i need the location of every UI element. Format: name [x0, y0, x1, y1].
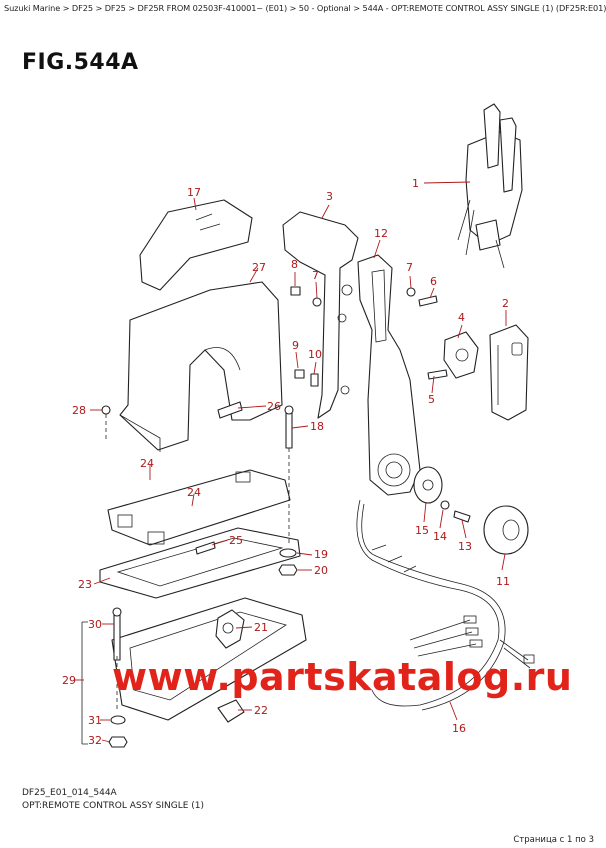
part-clip	[215, 609, 245, 649]
part-housing	[119, 281, 283, 452]
part-wiring-harness	[356, 499, 535, 711]
part-handle-grip	[489, 324, 529, 421]
callout-6: 6	[430, 275, 437, 288]
part-mounting-plate	[107, 469, 291, 546]
callout-26: 26	[267, 400, 281, 413]
callout-9: 9	[292, 339, 299, 352]
part-top-cover	[139, 199, 253, 291]
part-remote-control-box	[457, 103, 523, 269]
figure-title: FIG.544A	[22, 50, 139, 75]
callout-32: 32	[88, 734, 102, 747]
callout-1: 1	[412, 177, 419, 190]
callout-numbers: 1 2 3 4 5 6 7 7 8 9 10 11 12 13 14 15 16…	[62, 177, 510, 747]
callout-27: 27	[252, 261, 266, 274]
breadcrumb: Suzuki Marine > DF25 > DF25 > DF25R FROM…	[4, 3, 606, 13]
leader-lines	[74, 181, 507, 743]
callout-30: 30	[88, 618, 102, 631]
part-lever-arm	[282, 211, 359, 419]
callout-21: 21	[254, 621, 268, 634]
callout-29: 29	[62, 674, 76, 687]
part-neutral-switch	[443, 331, 479, 379]
part-gasket	[99, 527, 301, 599]
callout-3: 3	[326, 190, 333, 203]
callout-7a: 7	[312, 269, 319, 282]
callout-10: 10	[308, 348, 322, 361]
callout-25: 25	[229, 534, 243, 547]
page-counter: Страница с 1 по 3	[513, 835, 594, 845]
callout-2: 2	[502, 297, 509, 310]
callout-11: 11	[496, 575, 510, 588]
callout-28: 28	[72, 404, 86, 417]
callout-17: 17	[187, 186, 201, 199]
callout-20: 20	[314, 564, 328, 577]
callout-31: 31	[88, 714, 102, 727]
callout-15: 15	[415, 524, 429, 537]
callout-16: 16	[452, 722, 466, 735]
assembly-lines	[81, 414, 290, 745]
part-clamp	[217, 699, 245, 723]
callout-13: 13	[458, 540, 472, 553]
callout-12: 12	[374, 227, 388, 240]
callout-5: 5	[428, 393, 435, 406]
part-washer-disk	[413, 466, 443, 504]
figure-code: DF25_E01_014_544A	[22, 788, 117, 798]
callout-19: 19	[314, 548, 328, 561]
callout-8: 8	[291, 258, 298, 271]
callout-7b: 7	[406, 261, 413, 274]
callout-14: 14	[433, 530, 447, 543]
part-ring-gasket	[483, 505, 529, 555]
figure-description: OPT:REMOTE CONTROL ASSY SINGLE (1)	[22, 801, 205, 811]
callout-4: 4	[458, 311, 465, 324]
callout-24a: 24	[140, 457, 154, 470]
callout-23: 23	[78, 578, 92, 591]
callout-18: 18	[310, 420, 324, 433]
watermark-text: www.partskatalog.ru	[112, 655, 573, 699]
callout-22: 22	[254, 704, 268, 717]
callout-24b: 24	[187, 486, 201, 499]
